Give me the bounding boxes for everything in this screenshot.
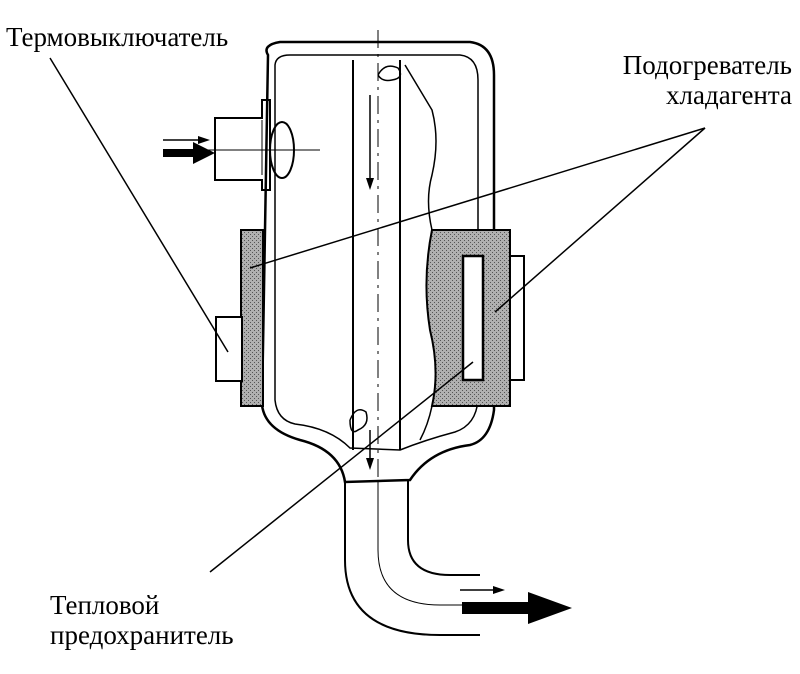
heater-body-outline	[260, 40, 496, 484]
thermal-fuse-label-line2: предохранитель	[50, 620, 234, 650]
outlet-pipe-center	[377, 480, 470, 606]
heater-inner-wall	[274, 54, 479, 451]
outlet-pipe-outer	[344, 480, 480, 636]
thermal-fuse	[461, 254, 485, 382]
leader-heater-2	[494, 127, 706, 313]
inlet-arrow-small-head	[198, 136, 210, 144]
flow-arrow-inside-2-head	[366, 458, 374, 470]
thermoswitch-box	[215, 316, 243, 382]
bottom-swirl	[349, 409, 368, 433]
outlet-arrow-big-shaft	[462, 602, 532, 614]
leader-fuse	[209, 361, 474, 573]
top-swirl	[377, 65, 402, 82]
inlet-pipe	[214, 99, 271, 191]
heater-element-left	[240, 229, 264, 407]
inner-wavy-wall	[404, 64, 437, 441]
coolant-heater-label-line2: хладагента	[666, 80, 792, 110]
leader-thermoswitch	[49, 57, 229, 353]
leader-heater-1	[249, 127, 706, 269]
inlet-arrow-big-shaft	[163, 149, 195, 157]
coolant-heater-label: Подогреватель хладагента	[623, 50, 792, 110]
coolant-heater-label-line1: Подогреватель	[622, 50, 792, 80]
thermal-fuse-label: Тепловой предохранитель	[50, 590, 234, 650]
right-bracket	[509, 255, 525, 381]
flow-arrow-inside-1-head	[366, 178, 374, 190]
thermoswitch-label: Термовыключатель	[6, 22, 229, 52]
thermal-fuse-label-line1: Тепловой	[50, 590, 160, 620]
outlet-arrow-small-head	[493, 586, 505, 594]
inlet-arrow-big-head	[193, 142, 215, 164]
outlet-arrow-big-head	[528, 592, 572, 624]
outlet-pipe-inner	[407, 480, 480, 576]
